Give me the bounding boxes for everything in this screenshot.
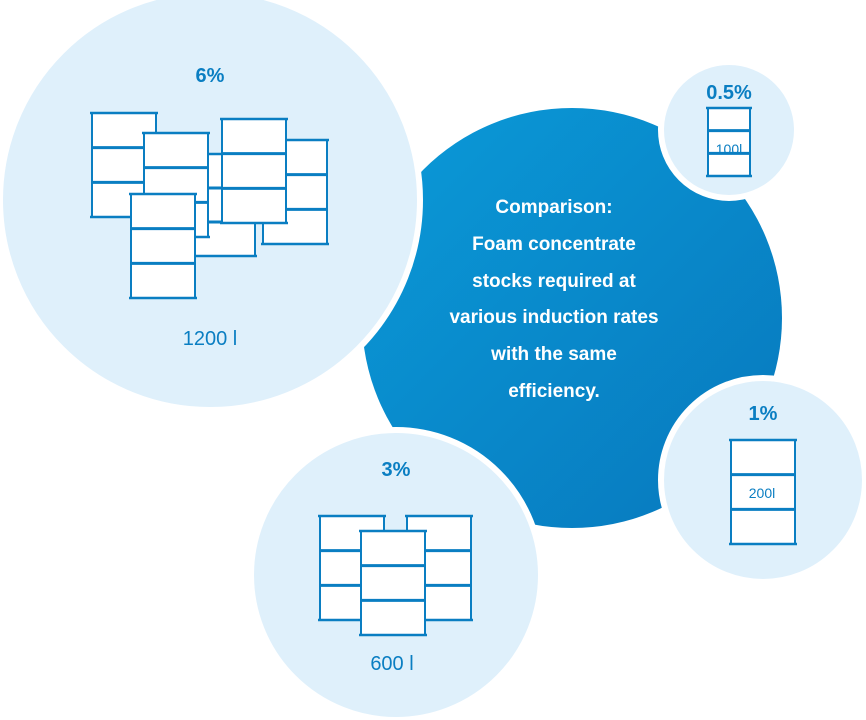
center-text: Comparison: Foam concentrate stocks requ… [449, 197, 658, 402]
rate-label-half-percent: 0.5% [706, 82, 752, 104]
drum-3-percent-3 [359, 529, 427, 637]
volume-label-600: 600 l [370, 653, 413, 675]
drum-6-percent-6 [129, 192, 197, 300]
drum-6-percent-5 [220, 117, 288, 225]
center-text-line-4: various induction rates [449, 307, 658, 328]
volume-label-1200: 1200 l [183, 328, 238, 350]
rate-label-6-percent: 6% [196, 65, 225, 87]
center-text-line-1: Comparison: [495, 197, 612, 218]
drum-group-3-percent [318, 514, 473, 637]
bubble-half-percent: 0.5% 100l [658, 59, 800, 201]
bubble-3-percent: 3% 600 l [248, 427, 544, 720]
drum-label-100l: 100l [716, 141, 742, 157]
center-text-line-3: stocks required at [472, 271, 636, 292]
bubble-6-percent: 6% 1200 l [0, 0, 423, 413]
center-text-line-2: Foam concentrate [472, 234, 636, 255]
bubble-1-percent: 1% 200l [658, 375, 866, 585]
drum-half-percent [706, 106, 752, 178]
drum-group-1-percent [729, 438, 797, 546]
drum-1-percent [729, 438, 797, 546]
center-text-line-6: efficiency. [508, 381, 600, 402]
drum-group-6-percent [90, 111, 329, 300]
drum-group-half-percent [706, 106, 752, 178]
rate-label-1-percent: 1% [749, 403, 778, 425]
rate-label-3-percent: 3% [382, 459, 411, 481]
center-text-line-5: with the same [490, 344, 617, 365]
drum-label-200l: 200l [749, 485, 775, 501]
